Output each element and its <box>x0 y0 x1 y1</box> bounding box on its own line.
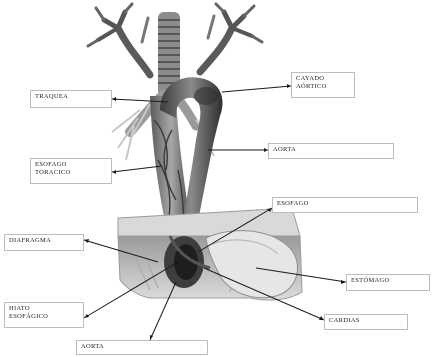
label-aorta-upper: AORTA <box>268 143 394 159</box>
label-aorta-lower: AORTA <box>76 340 208 355</box>
label-estomago: ESTÓMAGO <box>346 274 430 291</box>
label-diafragma: DIAFRAGMA <box>4 234 84 251</box>
label-hiato-esofagico: HIATO ESOFÁGICO <box>4 302 84 328</box>
label-esofago-toracico: ESOFAGO TORACICO <box>30 158 112 184</box>
label-cayado-aortico: CAYADO AÓRTICO <box>291 72 355 98</box>
label-traquea: TRAQUEA <box>30 90 112 108</box>
label-esofago: ESOFAGO <box>272 197 418 213</box>
label-cardias: CARDIAS <box>324 314 408 330</box>
